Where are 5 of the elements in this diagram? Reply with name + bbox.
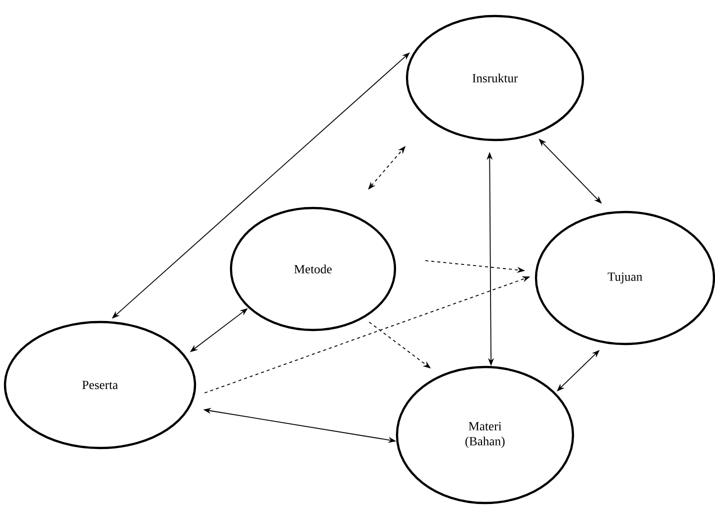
ellipse-node: Tujuan bbox=[534, 210, 715, 346]
ellipse-node: Metode bbox=[230, 206, 396, 332]
ellipse-node: Peserta bbox=[4, 320, 196, 450]
ellipse-node: Insruktur bbox=[406, 14, 584, 142]
ellipse-node: Materi (Bahan) bbox=[396, 366, 574, 504]
